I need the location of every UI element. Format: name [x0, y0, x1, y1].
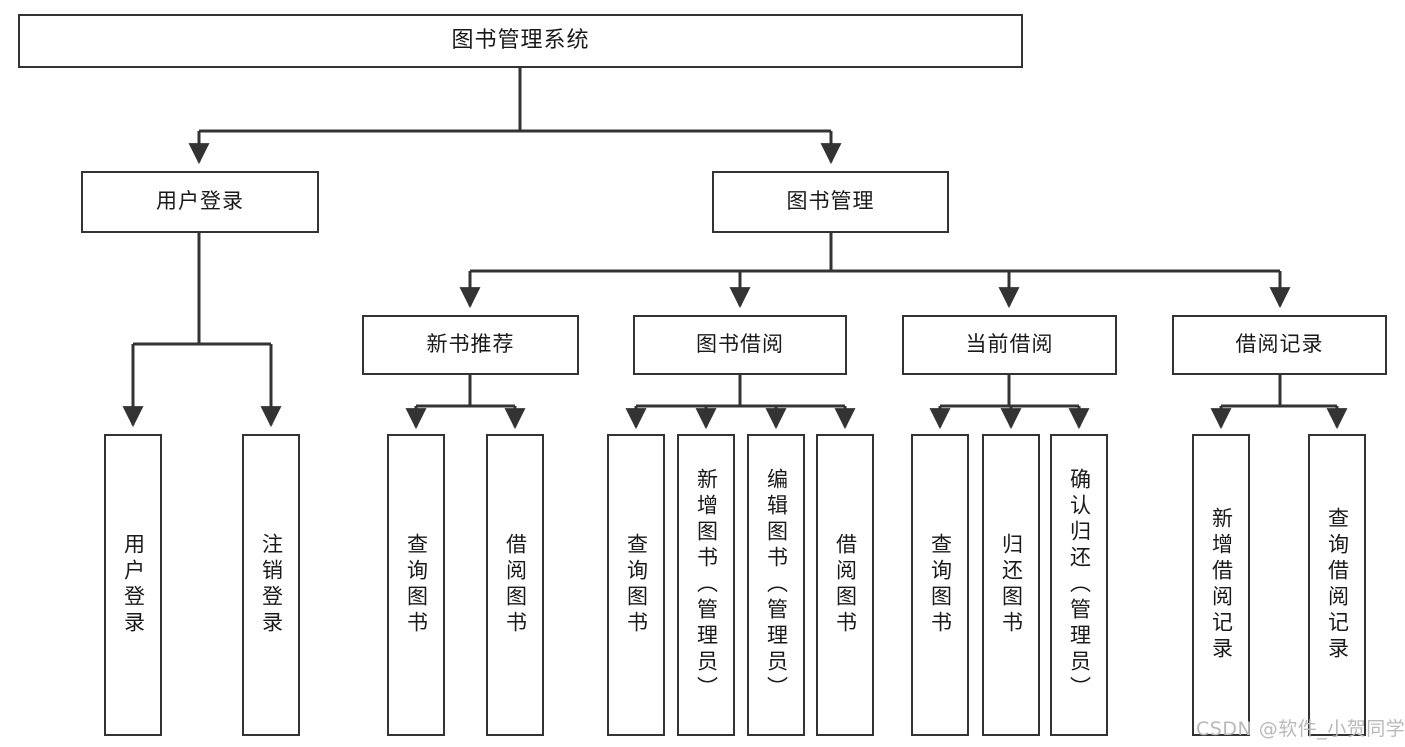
node-leaf-return-book-label: 归还图书 — [999, 533, 1024, 637]
node-leaf-query-book-1[interactable]: 查询图书 — [387, 434, 445, 736]
node-new-book-rec[interactable]: 新书推荐 — [362, 315, 579, 375]
node-current-borrow[interactable]: 当前借阅 — [902, 315, 1117, 375]
node-leaf-add-book[interactable]: 新增图书（管理员） — [677, 434, 735, 736]
node-leaf-confirm-return-label: 确认归还（管理员） — [1067, 468, 1092, 702]
node-borrow-record-label: 借阅记录 — [1235, 332, 1324, 357]
node-leaf-query-book-3[interactable]: 查询图书 — [911, 434, 969, 736]
node-root[interactable]: 图书管理系统 — [18, 14, 1023, 68]
csdn-watermark: CSDN @软件_小贺同学 — [1196, 718, 1405, 740]
node-book-borrow-label: 图书借阅 — [696, 332, 784, 357]
node-leaf-borrow-book-2-label: 借阅图书 — [833, 533, 858, 637]
node-leaf-add-record[interactable]: 新增借阅记录 — [1192, 434, 1250, 736]
node-root-label: 图书管理系统 — [451, 27, 590, 53]
node-new-book-rec-label: 新书推荐 — [426, 332, 515, 357]
node-leaf-query-book-1-label: 查询图书 — [404, 533, 429, 637]
node-book-manage[interactable]: 图书管理 — [712, 171, 949, 233]
node-leaf-edit-book[interactable]: 编辑图书（管理员） — [747, 434, 805, 736]
node-book-manage-label: 图书管理 — [786, 189, 875, 214]
node-leaf-user-login-label: 用户登录 — [121, 533, 146, 637]
node-leaf-borrow-book-1-label: 借阅图书 — [503, 533, 528, 637]
node-current-borrow-label: 当前借阅 — [965, 332, 1054, 357]
node-leaf-logout-label: 注销登录 — [259, 533, 284, 637]
node-book-borrow[interactable]: 图书借阅 — [633, 315, 847, 375]
node-user-login-label: 用户登录 — [156, 189, 244, 214]
node-leaf-confirm-return[interactable]: 确认归还（管理员） — [1050, 434, 1108, 736]
node-user-login[interactable]: 用户登录 — [81, 171, 319, 233]
node-leaf-add-record-label: 新增借阅记录 — [1209, 507, 1234, 663]
node-leaf-query-record-label: 查询借阅记录 — [1325, 507, 1350, 663]
node-leaf-user-login[interactable]: 用户登录 — [104, 434, 162, 736]
node-leaf-query-book-2-label: 查询图书 — [624, 533, 649, 637]
node-leaf-query-book-3-label: 查询图书 — [928, 533, 953, 637]
node-leaf-query-book-2[interactable]: 查询图书 — [607, 434, 665, 736]
node-leaf-borrow-book-2[interactable]: 借阅图书 — [816, 434, 874, 736]
node-leaf-logout[interactable]: 注销登录 — [242, 434, 300, 736]
node-leaf-query-record[interactable]: 查询借阅记录 — [1308, 434, 1366, 736]
node-leaf-borrow-book-1[interactable]: 借阅图书 — [486, 434, 544, 736]
node-leaf-add-book-label: 新增图书（管理员） — [694, 468, 719, 702]
node-leaf-edit-book-label: 编辑图书（管理员） — [764, 468, 789, 702]
node-borrow-record[interactable]: 借阅记录 — [1172, 315, 1387, 375]
node-leaf-return-book[interactable]: 归还图书 — [982, 434, 1040, 736]
